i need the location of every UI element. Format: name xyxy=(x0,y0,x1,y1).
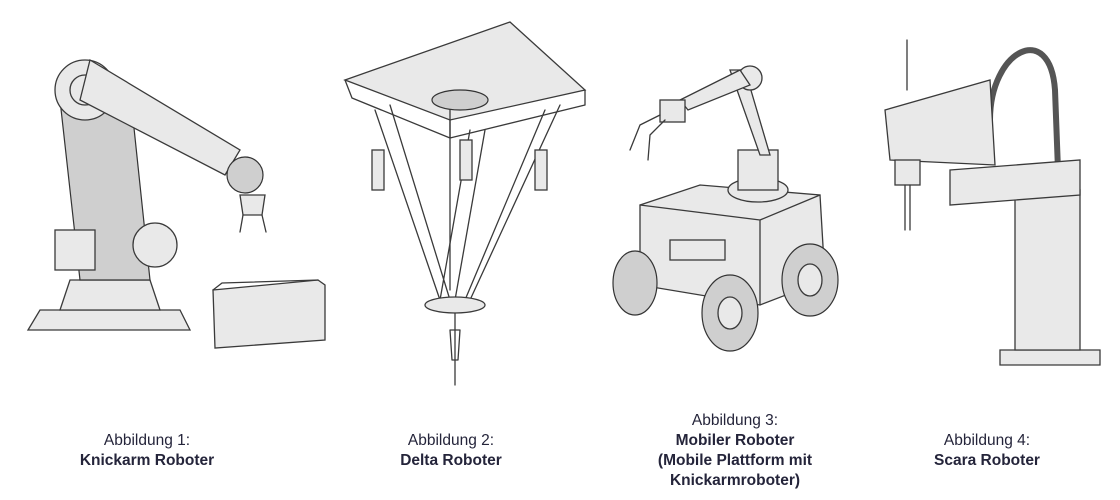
figure-caption-1: Abbildung 1: Knickarm Roboter xyxy=(17,431,277,471)
mobile-robot-sketch xyxy=(612,65,839,352)
figure-caption-3: Abbildung 3: Mobiler Roboter (Mobile Pla… xyxy=(605,411,865,491)
figure-subtitle: (Mobile Plattform mit xyxy=(657,452,813,469)
figure-title: Knickarm Roboter xyxy=(79,452,215,469)
figure-label: Abbildung 3: xyxy=(691,412,779,429)
robot-illustrations xyxy=(26,21,1101,386)
figure-subtitle: Knickarmroboter) xyxy=(669,472,801,489)
knickarm-robot-sketch xyxy=(26,58,326,349)
figure-title: Delta Roboter xyxy=(400,452,502,469)
scara-robot-sketch xyxy=(884,39,1101,366)
figure-title: Mobiler Roboter xyxy=(675,432,795,449)
figure-label: Abbildung 4: xyxy=(943,432,1031,449)
figure-caption-4: Abbildung 4: Scara Roboter xyxy=(857,431,1117,471)
figure-title: Scara Roboter xyxy=(934,452,1040,469)
figure-caption-2: Abbildung 2: Delta Roboter xyxy=(321,431,581,471)
figure-label: Abbildung 2: xyxy=(407,432,495,449)
delta-robot-sketch xyxy=(343,21,587,386)
figure-label: Abbildung 1: xyxy=(103,432,191,449)
